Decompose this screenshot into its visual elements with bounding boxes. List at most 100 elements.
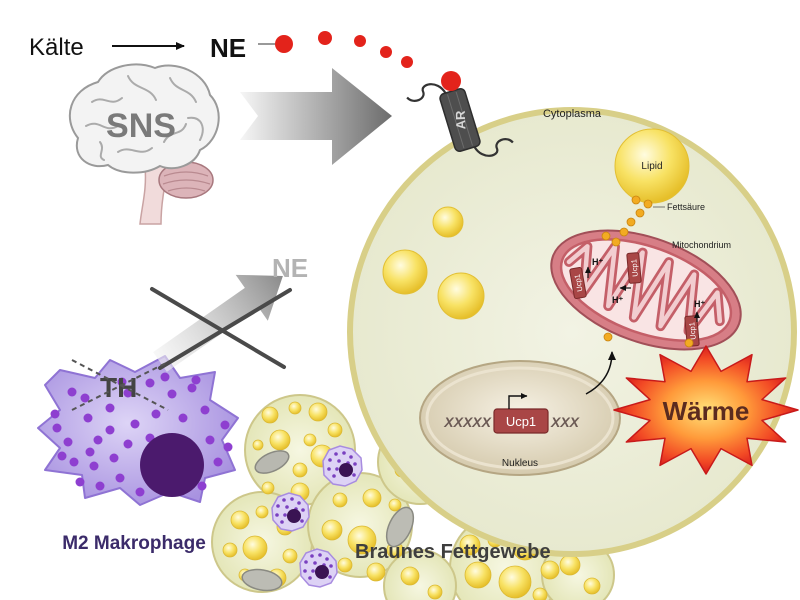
ne-molecule-bound (441, 71, 461, 91)
macrophage-granule (200, 405, 210, 415)
tissue-macrophage-granule (327, 467, 331, 471)
mitochondrion-label: Mitochondrium (672, 240, 731, 250)
tissue-macrophage-granule (290, 497, 294, 501)
tissue-macrophage-granule (334, 452, 338, 456)
adipocyte-nucleus (385, 506, 415, 548)
macrophage-granule (167, 389, 177, 399)
tissue-macrophage-granule (332, 474, 336, 478)
receptor-helix-line (455, 91, 473, 146)
ucp1-channel: Ucp1 (626, 252, 642, 284)
tissue-macrophage-nucleus (315, 565, 329, 579)
tissue-lipid-droplet (242, 535, 268, 561)
macrophage-granule (89, 461, 99, 471)
tissue-macrophage-granule (335, 467, 339, 471)
macrophage-granule (75, 477, 85, 487)
macrophage-granule (178, 413, 188, 423)
brain-icon: SNS (68, 63, 220, 225)
sns-signal-arrow (240, 68, 392, 165)
tissue-macrophage-granule (311, 569, 315, 573)
macrophage-granule (115, 473, 125, 483)
heat-burst-star (613, 345, 799, 475)
macrophage-granule (220, 420, 230, 430)
macrophage-granule (83, 413, 93, 423)
tissue-macrophage-granule (285, 505, 289, 509)
fatty-acid-dot (635, 208, 645, 218)
macrophage-granule (213, 457, 223, 467)
tissue-lipid-droplet (464, 561, 492, 589)
fatty-acid-dot (601, 231, 611, 241)
ucp1-channel-body (626, 252, 642, 284)
tissue-macrophage-granule (282, 498, 286, 502)
tissue-macrophage-granule (352, 473, 356, 477)
tissue-macrophage-granule (337, 459, 341, 463)
tissue-macrophage (299, 548, 338, 588)
macrophage-granule (85, 447, 95, 457)
transcription-start-arrow (508, 393, 528, 409)
tissue-macrophage-granule (304, 560, 308, 564)
fatty-acid-dot (631, 195, 641, 205)
macrophage-granule (57, 451, 67, 461)
tissue-macrophage-granule (310, 554, 314, 558)
tissue-macrophage-granule (280, 520, 284, 524)
blocked-ne-label: NE (272, 253, 308, 283)
macrophage-granule (151, 409, 161, 419)
adipocyte-nucleus (254, 450, 290, 474)
fatty-acid-dot (619, 227, 629, 237)
macrophage-granule (123, 439, 133, 449)
cerebrum (68, 63, 220, 174)
macrophage-granule (67, 387, 77, 397)
ucp1-channel: Ucp1 (569, 267, 587, 299)
tissue-lipid-droplet (366, 562, 386, 582)
fatty-acid-dots (601, 195, 694, 348)
block-cross-line (150, 287, 286, 369)
tissue-lipid-droplet (400, 566, 420, 586)
nucleus-label: Nukleus (502, 458, 538, 469)
blocked-ne-arrow (153, 274, 283, 372)
tissue-lipid-droplet (288, 401, 302, 415)
tissue-lipid-droplet (252, 439, 264, 451)
tissue-lipid-droplet (559, 554, 581, 576)
macrophage-granule (93, 435, 103, 445)
adipocyte-nucleus (241, 568, 283, 592)
fatty-acid-dot (643, 199, 653, 209)
ucp1-channel-label: Ucp1 (573, 274, 585, 293)
macrophage-granules (50, 372, 233, 497)
tissue-macrophage-granule (275, 513, 279, 517)
macrophage-granule (197, 481, 207, 491)
lipid-droplet (432, 206, 464, 238)
fatty-acid-label: Fettsäure (667, 202, 705, 212)
macrophage-granule (105, 425, 115, 435)
ne-molecule (401, 56, 413, 68)
tissue-macrophage (271, 492, 310, 532)
proton-label: H⁺ (612, 295, 623, 305)
ucp1-gene-box (493, 408, 549, 434)
cerebellum-folds (162, 171, 211, 192)
lipid-label: Lipid (641, 161, 662, 172)
tissue-macrophage-granules (303, 553, 333, 580)
expression-arrow (585, 351, 616, 395)
tissue-macrophage-granule (342, 451, 346, 455)
cytoplasm-label: Cytoplasma (543, 108, 602, 120)
tissue-lipid-droplet (308, 402, 328, 422)
lipid-droplet (437, 272, 485, 320)
tissue-lipid-droplet (282, 548, 298, 564)
ucp1-channel-label: Ucp1 (687, 322, 697, 340)
tissue-lipid-droplet (303, 433, 317, 447)
macrophage-granule (191, 375, 201, 385)
tissue-macrophage-granules (327, 451, 357, 478)
block-cross-line (158, 288, 292, 370)
fatty-acid-dot (611, 237, 621, 247)
macrophage-granule (187, 383, 197, 393)
fatty-acid-dot (626, 217, 636, 227)
receptor-c-terminus (473, 138, 514, 157)
tissue-lipid-droplet (321, 519, 343, 541)
heat-burst: Wärme (613, 345, 799, 475)
tissue-lipid-droplet (583, 577, 601, 595)
macrophage-granule (95, 481, 105, 491)
ucp1-gene-label: Ucp1 (506, 414, 536, 429)
tissue-macrophage (322, 445, 363, 487)
macrophage-granule (223, 442, 233, 452)
macrophage-granule (69, 457, 79, 467)
dna-strand-right: XXX (550, 414, 581, 430)
